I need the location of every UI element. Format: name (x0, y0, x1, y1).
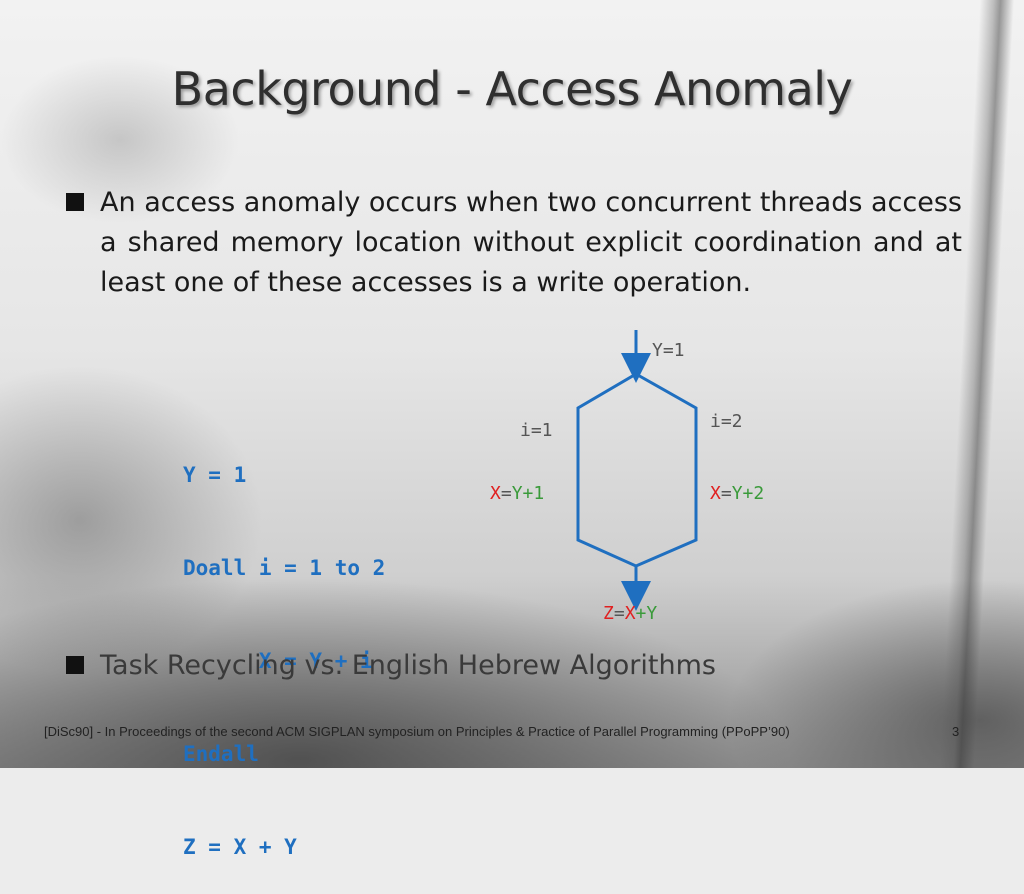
page-number: 3 (952, 724, 960, 739)
assign-op: = (614, 603, 625, 624)
assign-op: = (721, 483, 732, 504)
citation-footer: [DiSc90] - In Proceedings of the second … (44, 724, 790, 739)
code-line: Doall i = 1 to 2 (183, 556, 386, 580)
read-var-y: Y (646, 603, 657, 624)
code-line: Z = X + Y (183, 835, 297, 859)
plus-op: + (636, 603, 647, 624)
code-line: Endall (183, 742, 259, 766)
fork-join-diagram: Y=1 i=1 i=2 X=Y+1 X=Y+2 Z=X+Y (490, 330, 764, 624)
assign-op: = (501, 483, 512, 504)
slide-title: Background - Access Anomaly (171, 62, 853, 116)
read-expr: Y+1 (512, 483, 545, 504)
written-var: X (490, 483, 501, 504)
written-var: X (710, 483, 721, 504)
bullet-item-algorithms: Task Recycling vs. English Hebrew Algori… (66, 646, 962, 686)
slide-background (0, 0, 1024, 768)
code-line: X = Y + i (183, 649, 373, 673)
square-bullet-icon (66, 193, 84, 211)
read-var-x: X (625, 603, 636, 624)
right-iteration-label: i=2 (710, 411, 743, 432)
result-var: Z (603, 603, 614, 624)
fork-join-hexagon (576, 372, 698, 568)
bullet-text: An access anomaly occurs when two concur… (100, 187, 962, 298)
top-label: Y=1 (652, 340, 685, 361)
code-line: Y = 1 (183, 463, 247, 487)
bullet-text: Task Recycling vs. English Hebrew Algori… (100, 650, 716, 681)
square-bullet-icon (66, 656, 84, 674)
left-statement: X=Y+1 (490, 483, 544, 504)
left-iteration-label: i=1 (520, 420, 553, 441)
right-statement: X=Y+2 (710, 483, 764, 504)
bottom-statement: Z=X+Y (603, 603, 657, 624)
read-expr: Y+2 (732, 483, 765, 504)
bullet-item-definition: An access anomaly occurs when two concur… (66, 183, 962, 303)
